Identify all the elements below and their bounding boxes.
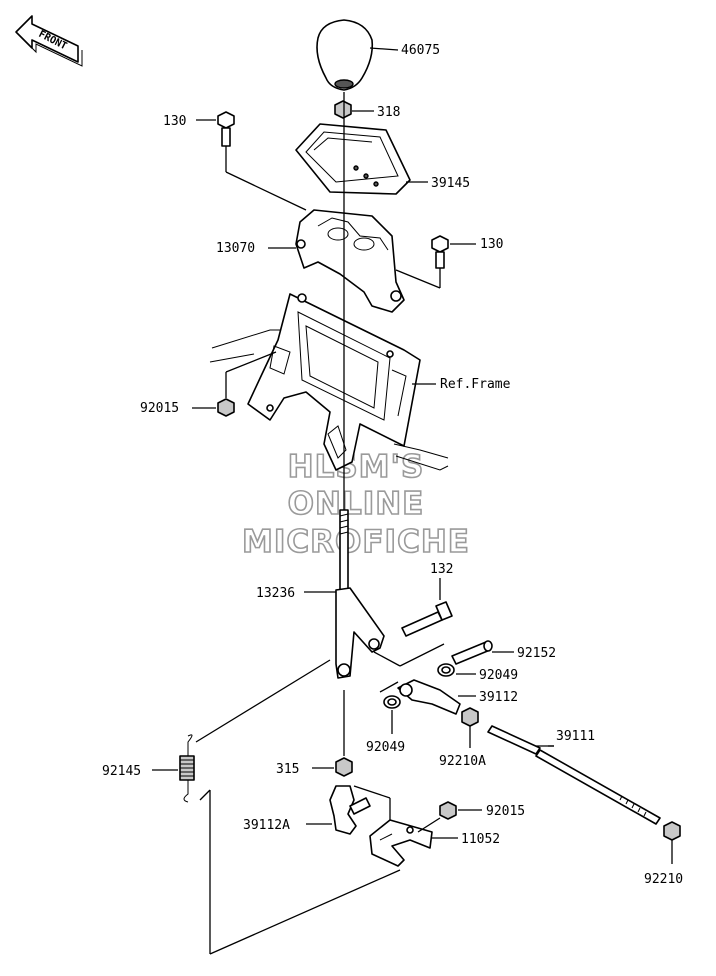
part-nut-92210 bbox=[663, 821, 681, 864]
label-46075: 46075 bbox=[401, 43, 440, 58]
label-ref-frame: Ref.Frame bbox=[440, 377, 511, 392]
part-bolt-132 bbox=[401, 578, 453, 637]
watermark-line3: MICROFICHE bbox=[242, 524, 470, 560]
callout-labels: 46075 318 130 39145 130 13070 Ref.Frame … bbox=[102, 43, 683, 887]
part-shift-lever bbox=[304, 92, 385, 679]
part-nut-318 bbox=[334, 100, 374, 119]
label-92152: 92152 bbox=[517, 646, 556, 661]
label-39112: 39112 bbox=[479, 690, 518, 705]
part-rod-end-39112A bbox=[306, 785, 391, 835]
part-bolt-130-right bbox=[395, 235, 476, 289]
label-92210: 92210 bbox=[644, 872, 683, 887]
part-washer-92049-left bbox=[383, 695, 401, 734]
part-spring-92145 bbox=[152, 659, 401, 955]
label-13236: 13236 bbox=[256, 586, 295, 601]
part-link-39112 bbox=[379, 679, 476, 715]
part-nut-92015-right bbox=[417, 801, 482, 833]
part-shift-knob bbox=[316, 19, 399, 91]
label-13070: 13070 bbox=[216, 241, 255, 256]
part-bolt-130-top bbox=[196, 111, 307, 211]
label-11052: 11052 bbox=[461, 832, 500, 847]
label-92210A: 92210A bbox=[439, 754, 486, 769]
label-132: 132 bbox=[430, 562, 453, 577]
label-92049-left: 92049 bbox=[366, 740, 405, 755]
label-92015-right: 92015 bbox=[486, 804, 525, 819]
label-318: 318 bbox=[377, 105, 400, 120]
label-92145: 92145 bbox=[102, 764, 141, 779]
label-39111: 39111 bbox=[556, 729, 595, 744]
part-nut-92015-left bbox=[192, 351, 277, 417]
watermark-line1: HLSM'S bbox=[288, 449, 425, 485]
label-315: 315 bbox=[276, 762, 299, 777]
watermark: HLSM'S ONLINE MICROFICHE bbox=[241, 448, 470, 561]
label-92049-right: 92049 bbox=[479, 668, 518, 683]
label-39112A: 39112A bbox=[243, 818, 290, 833]
label-92015-left: 92015 bbox=[140, 401, 179, 416]
label-39145: 39145 bbox=[431, 176, 470, 191]
part-frame-bracket bbox=[209, 293, 449, 471]
label-130-right: 130 bbox=[480, 237, 503, 252]
front-arrow-badge: FRONT bbox=[15, 15, 83, 67]
label-130-top: 130 bbox=[163, 114, 186, 129]
part-indicator-plate bbox=[295, 123, 428, 195]
part-nut-92210A bbox=[461, 707, 479, 748]
part-nut-315 bbox=[312, 690, 353, 777]
part-rod-39111 bbox=[487, 725, 661, 825]
watermark-line2: ONLINE bbox=[288, 486, 425, 522]
part-bracket-11052 bbox=[369, 819, 458, 867]
part-pin-92152 bbox=[373, 640, 514, 667]
part-washer-92049-right bbox=[437, 663, 476, 677]
part-lever-housing bbox=[268, 209, 405, 313]
